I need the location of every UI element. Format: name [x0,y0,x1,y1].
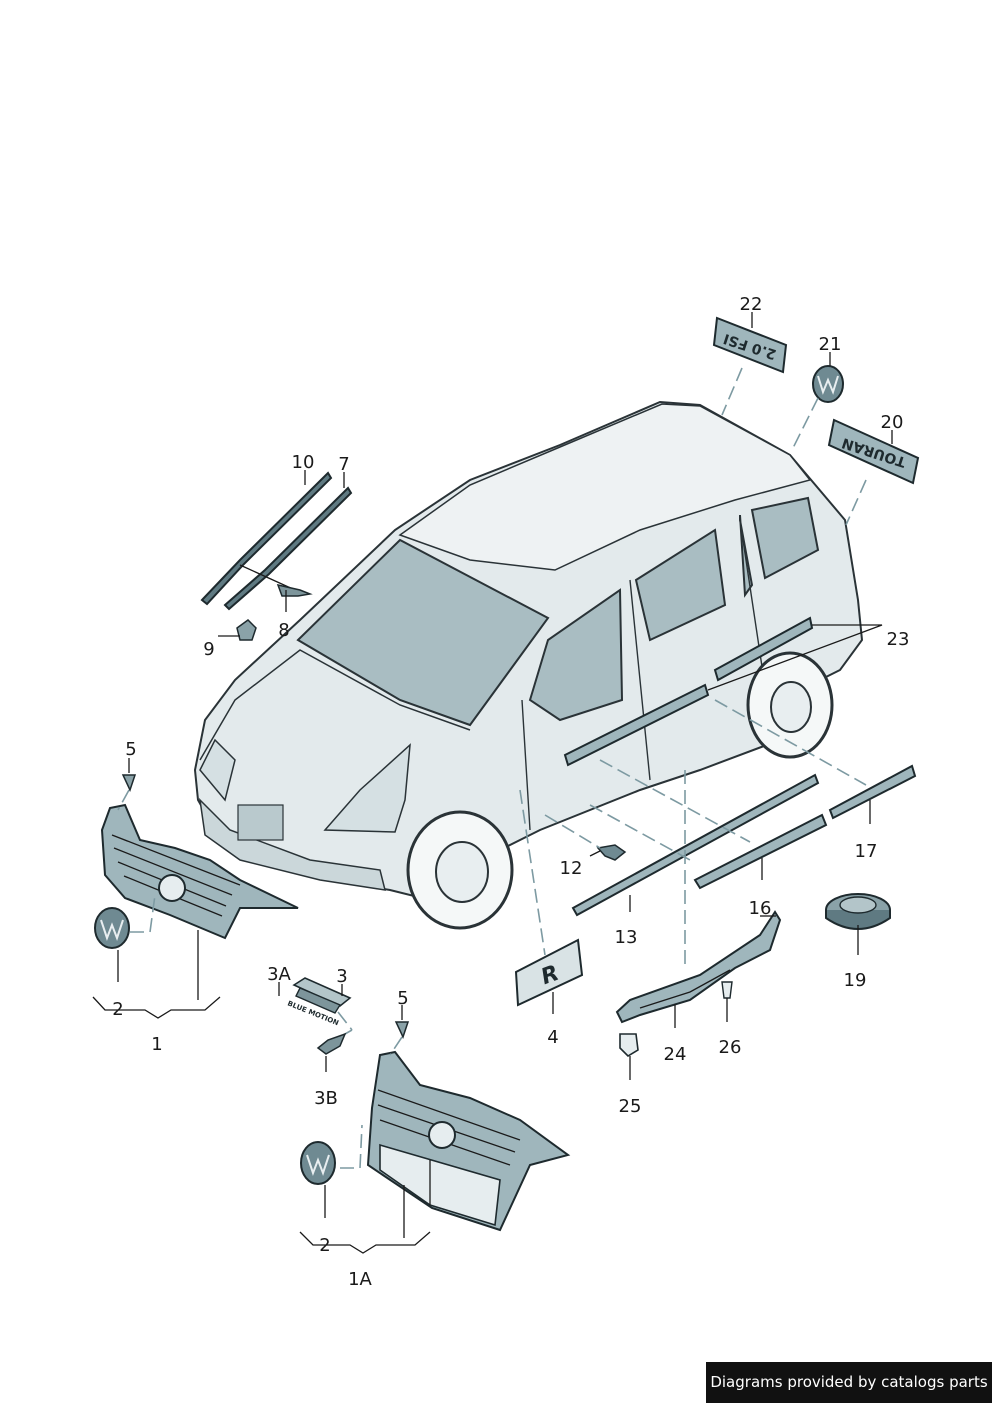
screw-3B [316,1032,347,1055]
screw-5-bottom [389,1021,410,1056]
side-moulding-17 [714,699,917,820]
label-5-bottom: 5 [397,988,408,1009]
label-1: 1 [151,1034,162,1055]
label-2-top: 2 [112,999,123,1020]
footer-credit: Diagrams provided by catalogs parts [706,1362,992,1403]
label-3: 3 [336,966,347,987]
sill-trim-24 [615,770,782,1024]
screw-12 [544,814,627,861]
label-3B: 3B [314,1088,338,1109]
car-illustration [193,400,864,930]
label-9: 9 [203,639,214,660]
radiator-grille-1 [100,803,299,940]
label-13: 13 [615,927,638,948]
side-moulding-13 [571,773,820,917]
label-19: 19 [844,970,867,991]
label-5-top: 5 [125,739,136,760]
side-moulding-16 [599,759,828,890]
label-2-bottom: 2 [319,1235,330,1256]
badge-touran: TOURAN [827,418,920,485]
screw-26 [721,981,733,999]
label-20: 20 [881,412,904,433]
leader-lines [92,312,893,1254]
label-3A: 3A [267,964,291,985]
label-22: 22 [740,294,763,315]
vw-emblem-2-bottom [300,1124,363,1185]
label-25: 25 [619,1096,642,1117]
tape-roll-19 [825,893,891,930]
label-12: 12 [560,858,583,879]
label-1A: 1A [348,1269,372,1290]
r-line-badge-4: R [514,789,584,1007]
label-23: 23 [887,629,910,650]
label-7: 7 [338,454,349,475]
clip-9 [236,619,257,641]
label-4: 4 [547,1027,558,1048]
badge-2-0-fsi: 2.0 FSI [712,316,788,374]
label-8: 8 [278,620,289,641]
label-16-top: 16 [749,898,772,919]
vw-emblem-2-top [94,894,156,949]
label-26: 26 [719,1037,742,1058]
label-17: 17 [855,841,878,862]
roof-mouldings [200,471,353,611]
radiator-grille-1A [366,1050,571,1232]
part-labels: 22 21 20 23 10 7 8 9 5 2 1 3A 3 3B 5 2 1… [112,294,909,1290]
label-21: 21 [819,334,842,355]
label-24: 24 [664,1044,687,1065]
vw-roundel-21 [812,365,844,403]
clip-25 [619,1033,639,1058]
label-10: 10 [292,452,315,473]
clip-8 [276,583,313,597]
screw-5-top [117,774,137,811]
